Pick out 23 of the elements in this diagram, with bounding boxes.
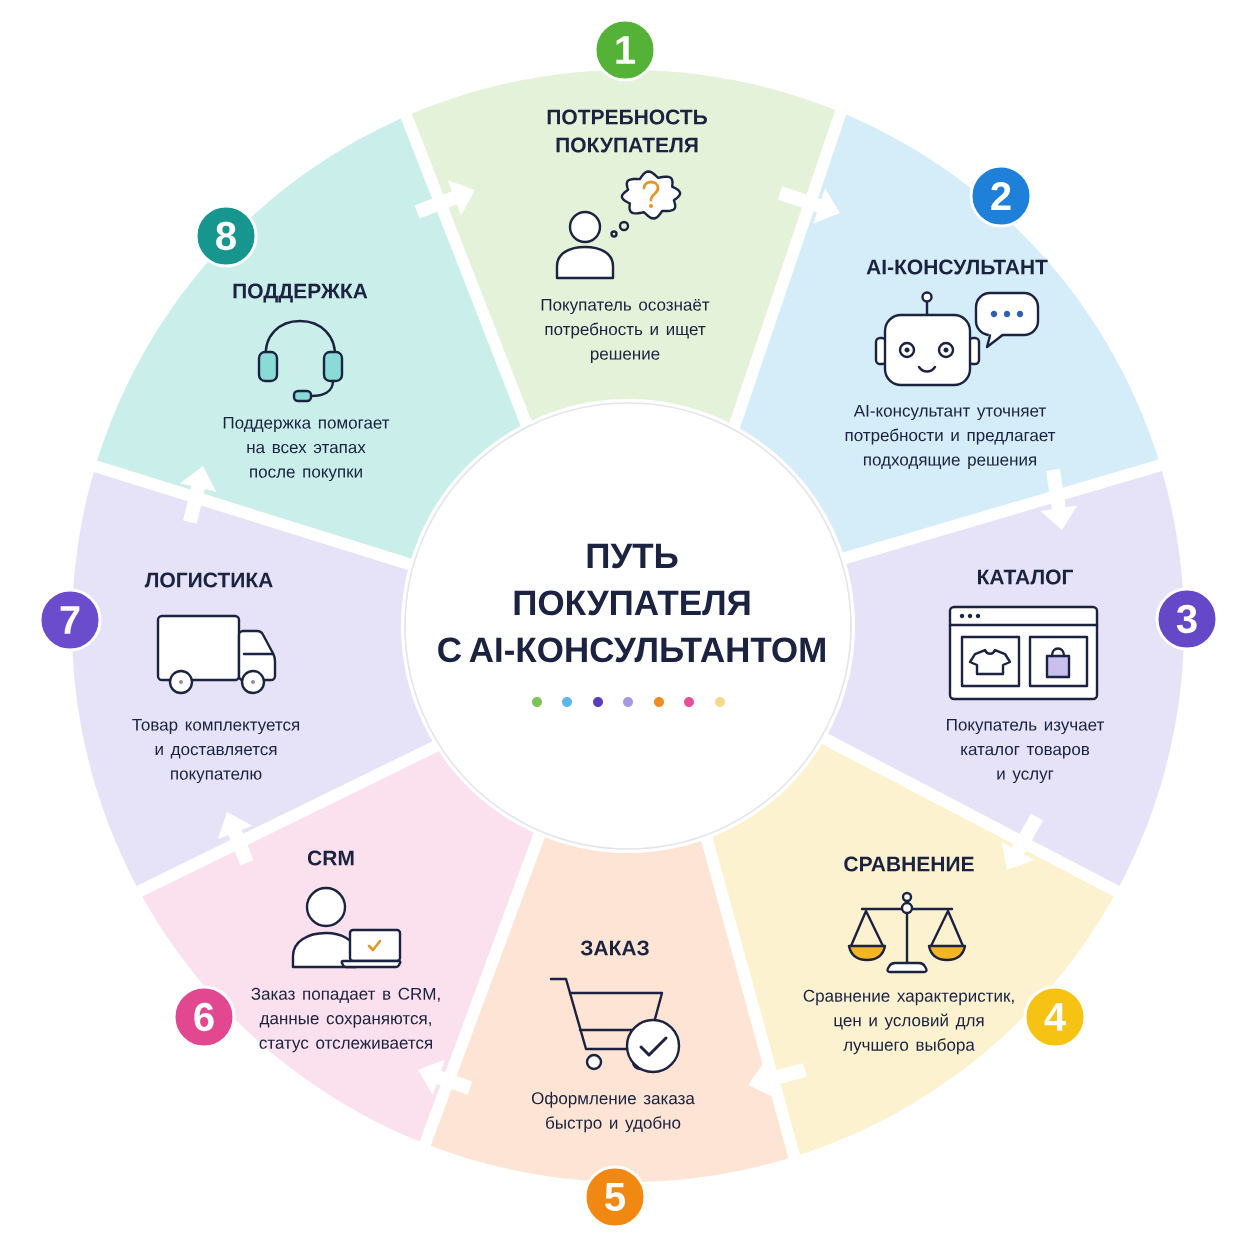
step-title: СРАВНЕНИЕ (844, 856, 974, 872)
step-title: КАТАЛОГ (978, 569, 1073, 585)
step-description: Заказ попадает в CRM, данные сохраняются, статус отслеживается (251, 987, 440, 1053)
step-title: ПОДДЕРЖКА (233, 283, 368, 303)
step-title: ПОТРЕБНОСТЬ ПОКУПАТЕЛЯ (547, 109, 707, 153)
step-title: CRM (307, 850, 354, 866)
step-description: Покупатель изучает каталог товаров и услуг (947, 718, 1104, 784)
number-badge: 5 (583, 1165, 647, 1229)
step-title: ЗАКАЗ (580, 940, 649, 956)
step-description: Поддержка помогает на всех этапах после покупки (223, 416, 390, 482)
number-badge: 1 (593, 18, 657, 82)
step-title: ЛОГИСТИКА (144, 572, 273, 588)
number-badge: 6 (172, 985, 236, 1049)
step-description: Оформление заказа быстро и удобно (531, 1091, 695, 1133)
step-description: Товар комплектуется и доставляется покупателю (132, 718, 300, 784)
step-description: Сравнение характеристик, цен и условий для лучшего выбора (803, 989, 1014, 1055)
number-badge: 8 (194, 204, 258, 268)
number-badge: 4 (1023, 985, 1087, 1049)
number-badge: 2 (969, 164, 1033, 228)
step-title: AI-КОНСУЛЬТАНТ (866, 259, 1048, 275)
step-description: Покупатель осознаёт потребность и ищет решение (541, 298, 710, 364)
number-badge: 3 (1155, 587, 1219, 651)
number-badge: 7 (38, 588, 102, 652)
